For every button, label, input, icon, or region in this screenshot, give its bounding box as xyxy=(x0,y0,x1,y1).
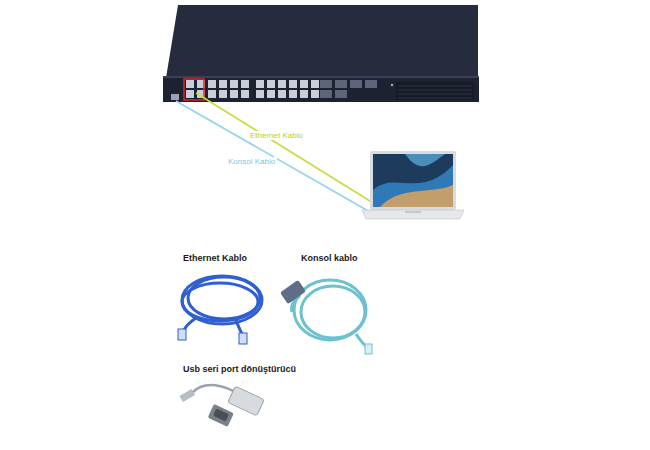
rj45-port xyxy=(267,90,275,98)
network-switch: ​ xyxy=(163,5,479,102)
wire-label: Konsol Kablo xyxy=(226,157,277,166)
image-caption: Usb seri port dönüştürücü xyxy=(183,364,296,374)
rj45-port xyxy=(267,80,275,88)
rj45-plug xyxy=(239,333,247,344)
laptop xyxy=(362,151,464,219)
rj45-port xyxy=(208,90,216,98)
image-caption: Ethernet Kablo xyxy=(183,253,247,263)
rj45-port xyxy=(311,90,319,98)
rj45-port xyxy=(219,80,227,88)
rj45-plug xyxy=(365,344,372,354)
rj45-port xyxy=(219,90,227,98)
rj45-port xyxy=(186,80,194,88)
console-wire xyxy=(176,101,370,212)
rj45-port xyxy=(186,90,194,98)
db9-connector xyxy=(280,280,306,304)
usb-serial-converter xyxy=(179,385,264,427)
svg-text:​: ​ xyxy=(166,86,167,91)
rj45-port xyxy=(300,80,308,88)
rj45-port xyxy=(230,90,238,98)
ethernet-cable xyxy=(182,276,262,334)
wire-label: Ethernet Kablo xyxy=(248,131,305,140)
rj45-port xyxy=(278,90,286,98)
rj45-port xyxy=(230,80,238,88)
rj45-port xyxy=(256,80,264,88)
rj45-port xyxy=(289,80,297,88)
rj45-port xyxy=(241,80,249,88)
rj45-port xyxy=(300,90,308,98)
rj45-port xyxy=(278,80,286,88)
image-caption: Konsol kablo xyxy=(301,253,358,263)
rj45-port xyxy=(256,90,264,98)
rj45-port xyxy=(208,80,216,88)
rj45-plug xyxy=(178,329,186,340)
rj45-port xyxy=(289,90,297,98)
rj45-port xyxy=(241,90,249,98)
ethernet-wire xyxy=(196,93,378,206)
rj45-port xyxy=(311,80,319,88)
